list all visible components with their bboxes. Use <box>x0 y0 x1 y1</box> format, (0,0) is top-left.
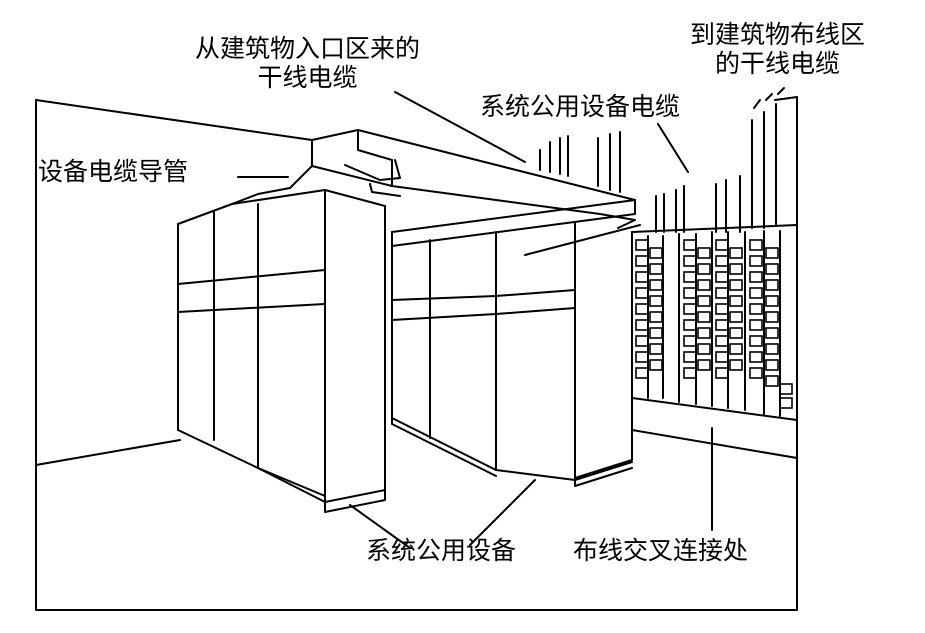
label-trunk-outgoing-line2: 的干线电缆 <box>715 49 841 78</box>
label-trunk-cable-outgoing: 到建筑物布线区 的干线电缆 <box>690 20 865 78</box>
room-walls <box>35 96 798 611</box>
cable-tray <box>231 129 636 247</box>
label-system-equipment: 系统公用设备 <box>366 536 517 565</box>
equipment-cables <box>539 87 785 233</box>
patch-column-4 <box>749 239 793 409</box>
patch-column-2 <box>683 239 711 379</box>
patch-column-1 <box>635 239 663 379</box>
leader-lines <box>237 91 713 549</box>
equipment-cabinet-left <box>177 189 386 513</box>
label-cross-connect: 布线交叉连接处 <box>573 536 749 565</box>
patch-column-3 <box>715 239 743 379</box>
label-trunk-incoming-line2: 干线电缆 <box>257 63 358 92</box>
label-trunk-outgoing-line1: 到建筑物布线区 <box>690 20 866 49</box>
label-trunk-cable-incoming: 从建筑物入口区来的 干线电缆 <box>195 34 420 92</box>
patch-blocks <box>635 239 793 409</box>
label-system-equipment-cable: 系统公用设备电缆 <box>480 92 681 121</box>
equipment-cabinet-right <box>391 221 633 487</box>
label-equipment-cable-conduit: 设备电缆导管 <box>38 157 189 186</box>
label-trunk-incoming-line1: 从建筑物入口区来的 <box>195 34 421 63</box>
